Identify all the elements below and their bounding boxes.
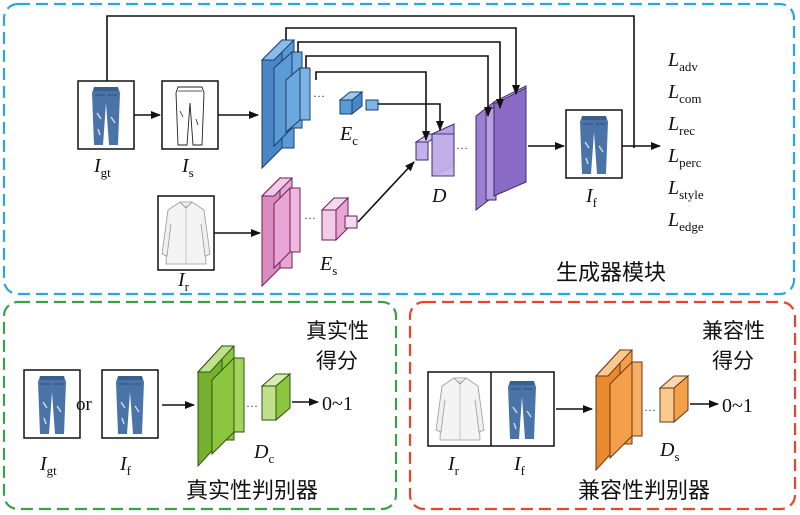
- real-score-title-1: 真实性: [306, 319, 369, 343]
- output-label: If: [585, 185, 598, 210]
- gt-image: [77, 80, 135, 150]
- decoder: ···: [414, 85, 527, 212]
- loss-com: Lcom: [667, 81, 702, 106]
- real-gt-image: [23, 369, 81, 439]
- real-fake-image: [101, 369, 159, 439]
- real-fake-label: If: [119, 453, 132, 478]
- compat-range: 0~1: [722, 395, 753, 417]
- decoder-label: D: [431, 185, 447, 207]
- svg-text:···: ···: [304, 211, 316, 225]
- sketch-image: [161, 80, 219, 150]
- compat-disc-network: ···: [594, 348, 690, 472]
- real-disc-label: Dc: [253, 441, 274, 466]
- svg-text:···: ···: [644, 403, 656, 417]
- real-discriminator-panel: [2, 300, 398, 511]
- reference-label: Ir: [177, 269, 190, 294]
- compat-disc-label: Ds: [659, 439, 680, 464]
- loss-edge: Ledge: [667, 209, 704, 234]
- compat-disc-title: 兼容性判别器: [578, 479, 710, 504]
- real-disc-network: ···: [196, 344, 292, 468]
- svg-text:···: ···: [313, 89, 325, 103]
- compat-r-label: Ir: [447, 453, 460, 478]
- real-range: 0~1: [322, 393, 353, 415]
- loss-style: Lstyle: [667, 177, 704, 202]
- loss-rec: Lrec: [667, 113, 695, 138]
- real-or-text: or: [76, 394, 93, 415]
- style-encoder: ···: [260, 176, 358, 288]
- content-encoder: ···: [260, 38, 379, 170]
- generator-title: 生成器模块: [556, 261, 666, 286]
- loss-adv: Ladv: [667, 49, 698, 74]
- output-image: [565, 109, 623, 179]
- sketch-label: Is: [181, 155, 194, 180]
- compat-discriminator-panel: [408, 300, 797, 511]
- compat-score-title-1: 兼容性: [702, 319, 765, 343]
- content-encoder-label: Ec: [339, 123, 358, 148]
- gt-label: Igt: [93, 155, 111, 180]
- compat-images: [427, 371, 555, 447]
- compat-f-label: If: [513, 453, 526, 478]
- reference-image: [157, 195, 215, 271]
- real-score-title-2: 得分: [316, 349, 358, 373]
- style-encoder-label: Es: [319, 253, 337, 278]
- svg-text:···: ···: [246, 399, 258, 413]
- generator-arrows: [106, 15, 661, 237]
- compat-score-title-2: 得分: [712, 349, 754, 373]
- real-gt-label: Igt: [39, 453, 57, 478]
- generator-panel: [2, 2, 796, 296]
- svg-text:···: ···: [456, 141, 468, 155]
- real-disc-title: 真实性判别器: [186, 479, 318, 504]
- loss-perc: Lperc: [667, 145, 702, 170]
